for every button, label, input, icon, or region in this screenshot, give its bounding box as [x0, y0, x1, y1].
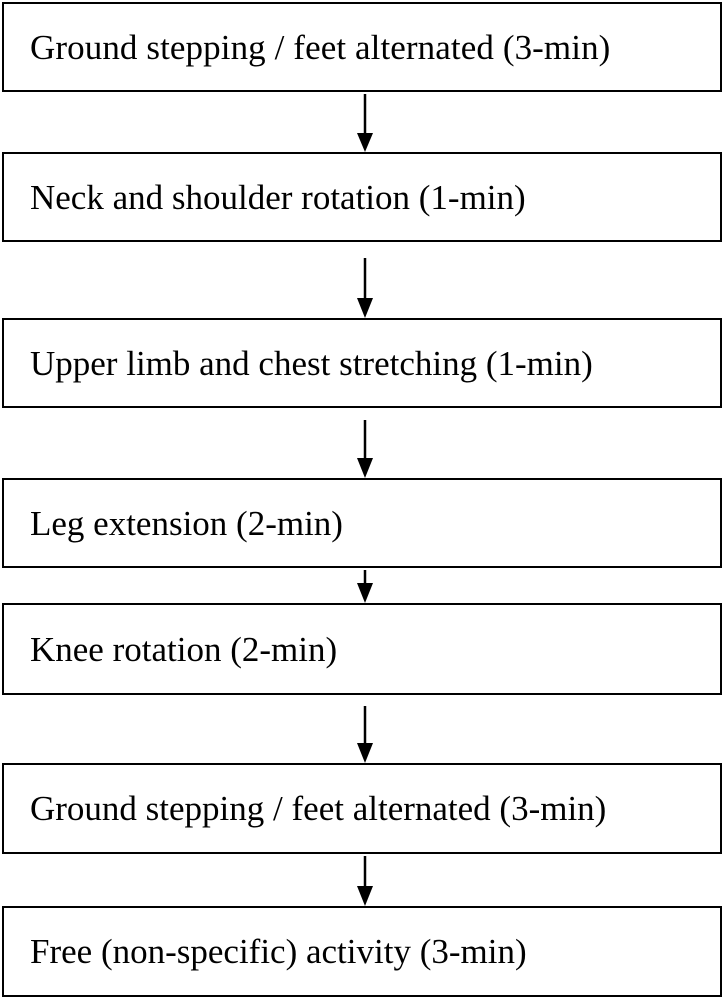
- step-label: Ground stepping / feet alternated (3-min…: [30, 27, 611, 67]
- arrow-down-icon: [357, 258, 373, 318]
- step-label: Ground stepping / feet alternated (3-min…: [30, 789, 607, 828]
- step-label: Knee rotation (2-min): [30, 629, 338, 669]
- arrow-down-icon: [357, 856, 373, 906]
- step-box-knee-rotation: Knee rotation (2-min): [2, 603, 722, 695]
- step-box-upper-limb-chest-stretching: Upper limb and chest stretching (1-min): [2, 318, 722, 408]
- arrow-down-icon: [357, 706, 373, 763]
- arrow-down-icon: [357, 94, 373, 152]
- arrow-down-icon: [357, 570, 373, 603]
- step-label: Free (non-specific) activity (3-min): [30, 932, 527, 971]
- step-box-leg-extension: Leg extension (2-min): [2, 478, 722, 568]
- step-box-ground-stepping-2: Ground stepping / feet alternated (3-min…: [2, 763, 722, 854]
- step-label: Upper limb and chest stretching (1-min): [30, 343, 593, 383]
- step-box-ground-stepping-1: Ground stepping / feet alternated (3-min…: [2, 2, 722, 92]
- arrow-down-icon: [357, 420, 373, 478]
- step-label: Neck and shoulder rotation (1-min): [30, 177, 526, 217]
- step-box-neck-shoulder-rotation: Neck and shoulder rotation (1-min): [2, 152, 722, 242]
- step-box-free-activity: Free (non-specific) activity (3-min): [2, 906, 722, 997]
- step-label: Leg extension (2-min): [30, 503, 343, 543]
